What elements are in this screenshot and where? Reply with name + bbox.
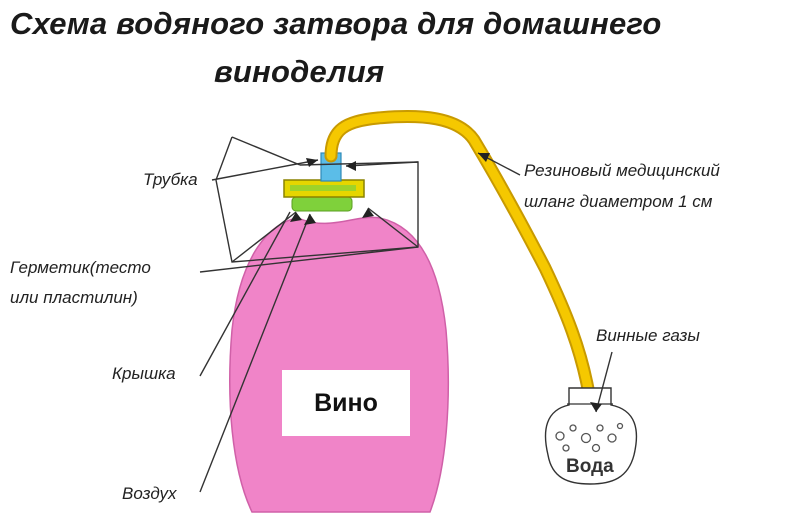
label-wine: Вино [282, 370, 410, 436]
title-line-2: виноделия [214, 54, 385, 89]
label-tube: Трубка [143, 170, 198, 189]
water-jar [544, 387, 638, 485]
label-sealant-2: или пластилин) [10, 288, 138, 307]
label-hose-2: шланг диаметром 1 см [524, 192, 713, 211]
arrow-heads [290, 153, 602, 412]
sealant [291, 196, 353, 212]
pointer-lines [199, 136, 613, 493]
label-water: Вода [566, 456, 614, 477]
label-wine-gases: Винные газы [596, 326, 700, 345]
air-bubbles [555, 422, 624, 453]
label-lid: Крышка [112, 364, 176, 383]
label-sealant-1: Герметик(тесто [10, 258, 151, 277]
label-air: Воздух [122, 484, 177, 503]
title-line-1: Схема водяного затвора для домашнего [10, 6, 662, 41]
label-hose-1: Резиновый медицинский [524, 161, 720, 180]
lid-sealant-strip [290, 185, 356, 191]
